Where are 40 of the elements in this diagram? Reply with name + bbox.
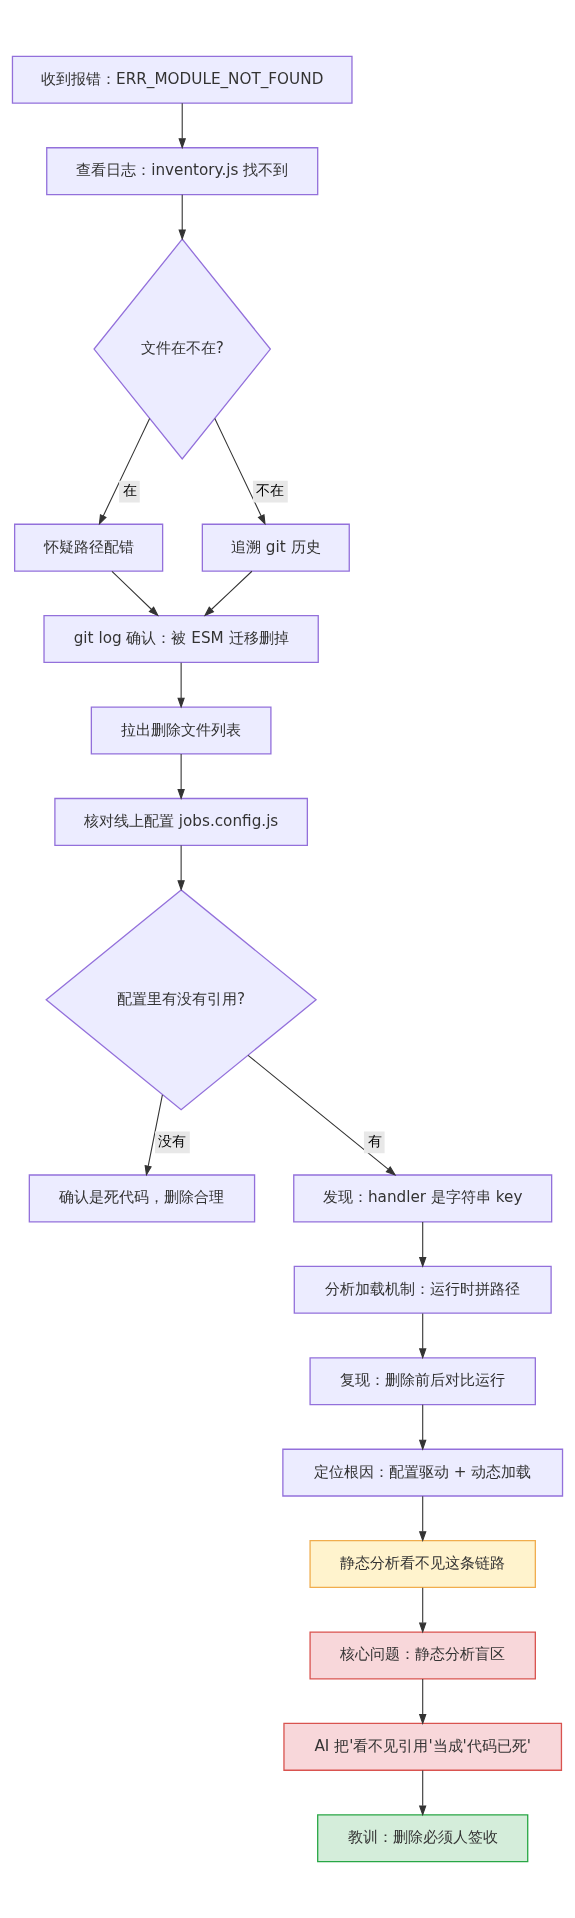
node-box: 定位根因：配置驱动 + 动态加载 <box>282 1448 564 1497</box>
arrow <box>203 570 253 617</box>
node-box: 核心问题：静态分析盲区 <box>309 1631 536 1680</box>
node-box: 查看日志：inventory.js 找不到 <box>46 147 319 196</box>
arrow <box>178 194 187 241</box>
arrow <box>177 753 185 800</box>
node-box: AI 把'看不见引用'当成'代码已死' <box>283 1722 563 1771</box>
arrow <box>418 1678 427 1725</box>
node-box: git log 确认：被 ESM 迁移删掉 <box>43 615 319 664</box>
node-box: 核对线上配置 jobs.config.js <box>54 797 308 846</box>
node-box: 追溯 git 历史 <box>201 523 350 572</box>
arrow <box>98 418 151 526</box>
edge-label: 不在 <box>256 482 285 499</box>
arrow <box>111 570 159 617</box>
arrow <box>144 1094 163 1177</box>
node-box: 静态分析看不见这条链路 <box>309 1539 536 1589</box>
node-box: 分析加载机制：运行时拼路径 <box>293 1265 552 1314</box>
arrow <box>418 1587 427 1634</box>
node-box: 复现：删除前后对比运行 <box>309 1357 536 1406</box>
node-box: 确认是死代码，删除合理 <box>28 1174 256 1223</box>
arrow <box>177 662 185 709</box>
node-box: 拉出删除文件列表 <box>90 706 272 755</box>
arrow <box>247 1054 397 1176</box>
edge-label: 有 <box>367 1133 382 1150</box>
arrow <box>418 1312 427 1360</box>
node-box: 收到报错：ERR_MODULE_NOT_FOUND <box>11 55 353 104</box>
arrow <box>418 1404 427 1451</box>
arrow <box>214 418 266 526</box>
arrow <box>418 1495 427 1543</box>
node-box: 发现：handler 是字符串 key <box>293 1174 553 1223</box>
edge-label: 没有 <box>158 1133 187 1150</box>
arrow <box>418 1769 427 1817</box>
arrow <box>177 845 185 892</box>
node-diamond: 配置里有没有引用? <box>45 889 318 1111</box>
node-diamond: 文件在不在? <box>93 238 272 461</box>
node-box: 怀疑路径配错 <box>14 523 164 572</box>
arrow <box>418 1221 427 1268</box>
node-box: 教训：删除必须人签收 <box>317 1814 529 1863</box>
arrow <box>178 102 187 150</box>
edge-label: 在 <box>122 482 137 499</box>
